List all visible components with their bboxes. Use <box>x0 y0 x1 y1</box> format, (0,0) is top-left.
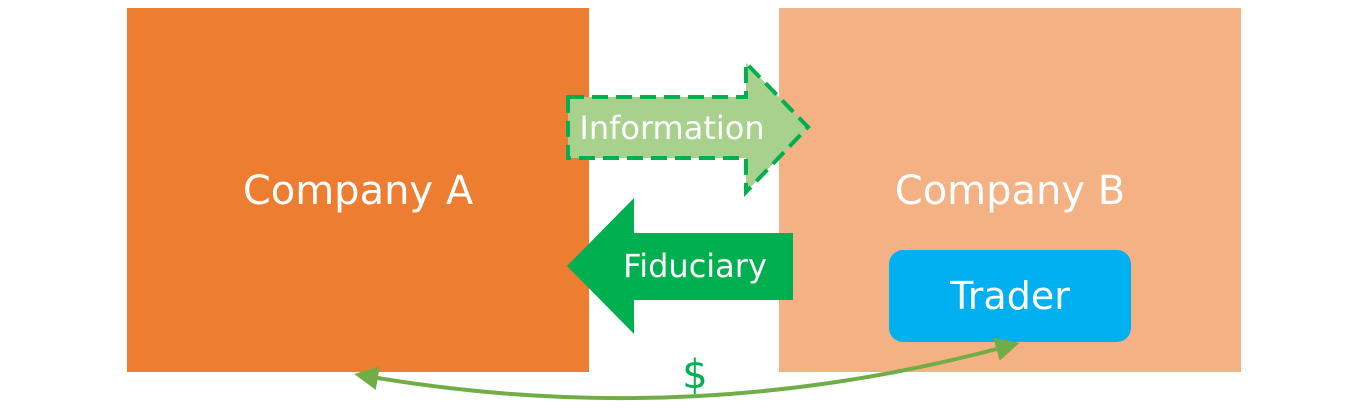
company-b-label: Company B <box>894 168 1126 214</box>
payment-curve <box>354 337 1020 401</box>
information-arrow-label: Information <box>579 109 764 147</box>
payment-symbol: $ <box>682 352 707 398</box>
trader-box: Trader <box>889 250 1131 342</box>
company-a-box: Company A <box>127 8 589 372</box>
company-a-label: Company A <box>242 168 474 214</box>
payment-arrow: $ <box>354 337 1020 401</box>
trader-label: Trader <box>950 274 1070 318</box>
information-arrow-shape <box>566 58 811 197</box>
fiduciary-arrow-shape <box>567 198 793 334</box>
fiduciary-arrow: Fiduciary <box>567 198 793 334</box>
fiduciary-arrow-label: Fiduciary <box>623 247 767 285</box>
information-arrow: Information <box>566 58 811 197</box>
